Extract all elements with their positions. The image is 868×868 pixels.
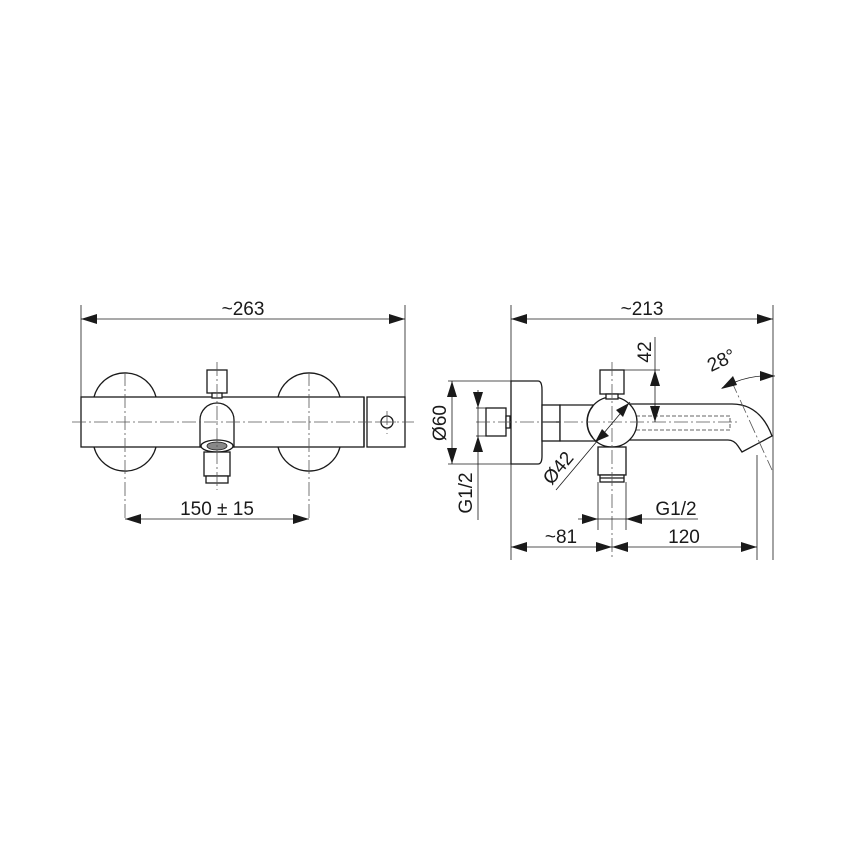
dimension-wall-to-axis: ~81 [511, 527, 612, 552]
dimension-overall-depth: ~213 [511, 299, 773, 324]
dimension-inlet-thread: G1/2 [456, 390, 483, 520]
flange-diameter-label: Ø60 [430, 405, 451, 441]
wall-to-axis-label: ~81 [545, 527, 577, 548]
body-diameter-label: Ø42 [539, 448, 578, 489]
dimension-overall-width: ~263 [81, 299, 405, 324]
angle-label: 28° [704, 345, 739, 376]
side-view: ~213 Ø [430, 299, 776, 560]
wall-flange [510, 380, 543, 465]
dimension-outlet-thread: G1/2 [578, 499, 698, 524]
height-above-label: 42 [635, 341, 656, 362]
center-distance-label: 150 ± 15 [180, 499, 254, 520]
dimension-center-distance: 150 ± 15 [125, 499, 309, 524]
front-view: ~263 150 ± 15 [72, 299, 414, 524]
overall-width-label: ~263 [222, 299, 265, 320]
dimension-flange-diameter: Ø60 [430, 381, 457, 464]
dimension-spout-length: 120 [612, 455, 758, 560]
overall-depth-label: ~213 [621, 299, 664, 320]
inlet-thread-label: G1/2 [456, 472, 477, 513]
spout-length-label: 120 [668, 527, 700, 548]
dimension-spout-angle: 28° [704, 345, 776, 389]
outlet-thread-label: G1/2 [655, 499, 696, 520]
dimension-height-above: 42 [635, 337, 660, 422]
